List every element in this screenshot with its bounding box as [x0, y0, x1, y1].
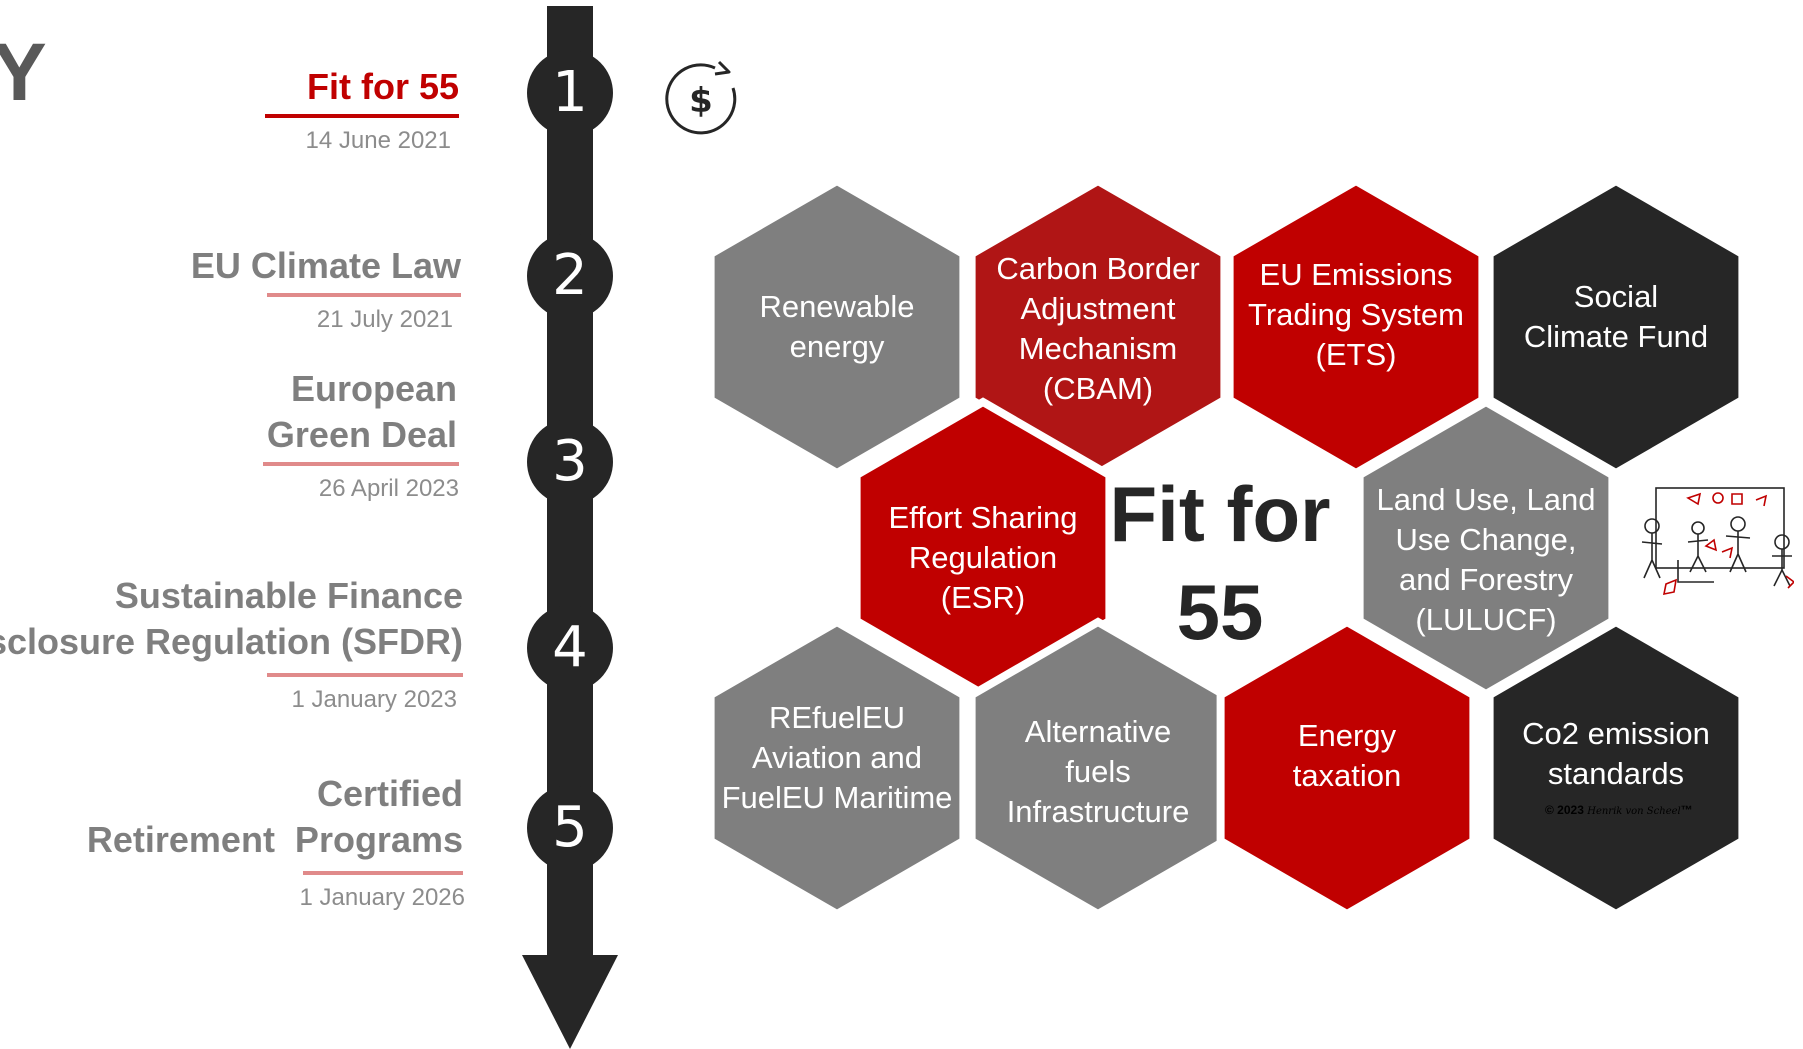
timeline-title-line: Certified	[316, 773, 463, 814]
hexagon-label-line: fuels	[1065, 754, 1131, 789]
timeline-date: 1 January 2026	[299, 884, 465, 911]
hexagon-label-line: Land Use, Land	[1376, 482, 1596, 517]
step-number-5: 5	[552, 795, 588, 860]
copyright-author: Henrik von Scheel	[1587, 806, 1681, 817]
svg-text:$: $	[689, 81, 713, 121]
timeline-item-fit-for-55[interactable]: Fit for 55 14 June 2021	[265, 64, 459, 156]
hexagon-label-line: energy	[789, 329, 885, 364]
timeline-title-line: Green Deal	[266, 414, 457, 455]
hexagon-label-line: Regulation	[908, 540, 1058, 575]
hexagon-label-line: Social	[1573, 279, 1659, 314]
people-sketch-icon	[1641, 487, 1794, 596]
hexagon-label: Renewable energy	[712, 217, 962, 437]
step-number-3: 3	[552, 429, 588, 494]
timeline-title: Fit for 55	[306, 66, 459, 107]
hexagon-tile[interactable]	[1485, 617, 1747, 919]
timeline-date: 14 June 2021	[305, 127, 451, 154]
copyright-tm: ™	[1680, 803, 1693, 817]
timeline-underline	[263, 462, 459, 466]
hexagon-label-line: Adjustment	[1020, 291, 1176, 326]
hexagon-tile[interactable]	[706, 176, 968, 478]
hexagon-label-line: Infrastructure	[1006, 794, 1190, 829]
timeline-title-line: European	[290, 368, 457, 409]
center-title-line1: Fit for	[1109, 470, 1331, 558]
timeline-underline	[267, 673, 463, 677]
hexagon-label-line: Carbon Border	[996, 251, 1200, 286]
timeline-title-line: Retirement Programs	[86, 819, 463, 860]
timeline-title-line: Disclosure Regulation (SFDR)	[0, 621, 463, 662]
timeline-item-european-green-deal[interactable]: European Green Deal 26 April 2023	[263, 366, 459, 504]
dollar-cycle-icon: $	[665, 60, 737, 135]
hexagon-label-line: Climate Fund	[1523, 319, 1709, 354]
hexagon-label-line: Aviation and	[751, 740, 923, 775]
hexagon-label-line: (ETS)	[1315, 337, 1397, 372]
hexagon-label-line: Effort Sharing	[888, 500, 1078, 535]
timeline-item-eu-climate-law[interactable]: EU Climate Law 21 July 2021	[191, 243, 461, 335]
hexagon-label-line: Energy	[1297, 718, 1397, 753]
hexagon-label-line: (ESR)	[940, 580, 1026, 615]
hexagon-tile[interactable]	[706, 617, 968, 919]
timeline-title: EU Climate Law	[190, 245, 461, 286]
hexagon-label-line: standards	[1547, 756, 1685, 791]
hexagon-label: Energy taxation	[1222, 646, 1472, 866]
timeline-item-certified-retirement[interactable]: Certified Retirement Programs 1 January …	[86, 771, 465, 913]
timeline-underline	[303, 871, 463, 875]
hexagon-label: Co2 emission standards	[1491, 644, 1741, 864]
hexagon-label-line: REfuelEU	[768, 700, 906, 735]
hexagon-label-line: FuelEU Maritime	[721, 780, 953, 815]
hexagon-label-line: Renewable	[759, 289, 915, 324]
timeline-date: 26 April 2023	[318, 475, 459, 502]
timeline-date: 1 January 2023	[291, 686, 457, 713]
center-title: Fit for 55	[1090, 465, 1350, 661]
hexagon-label-line: Mechanism	[1018, 331, 1178, 366]
hexagon-label-line: Trading System	[1248, 297, 1464, 332]
hexagon-label-line: taxation	[1292, 758, 1402, 793]
hexagon-label-line: Use Change,	[1395, 522, 1577, 557]
copyright-prefix: © 2023	[1545, 803, 1584, 817]
timeline-date: 21 July 2021	[316, 306, 453, 333]
hexagon-tile[interactable]	[1216, 617, 1478, 919]
cropped-heading-letter: Y	[0, 27, 47, 118]
timeline-title-line: Sustainable Finance	[114, 575, 463, 616]
hexagon-label-line: (CBAM)	[1042, 371, 1154, 406]
timeline-underline	[265, 114, 459, 118]
center-title-line2: 55	[1176, 568, 1264, 656]
step-number-4: 4	[552, 615, 588, 680]
hexagon-label-line: and Forestry	[1398, 562, 1573, 597]
hexagon-label-line: Co2 emission	[1522, 716, 1710, 751]
timeline-underline	[267, 293, 461, 297]
step-number-1: 1	[552, 60, 588, 125]
hexagon-label-line: EU Emissions	[1259, 257, 1453, 292]
hexagon-label-line: (LULUCF)	[1415, 602, 1557, 637]
hexagon-label-line: Alternative	[1024, 714, 1172, 749]
copyright-note: © 2023 Henrik von Scheel™	[1545, 803, 1693, 817]
timeline-item-sfdr[interactable]: Sustainable Finance Disclosure Regulatio…	[0, 573, 463, 715]
step-number-2: 2	[552, 243, 588, 308]
